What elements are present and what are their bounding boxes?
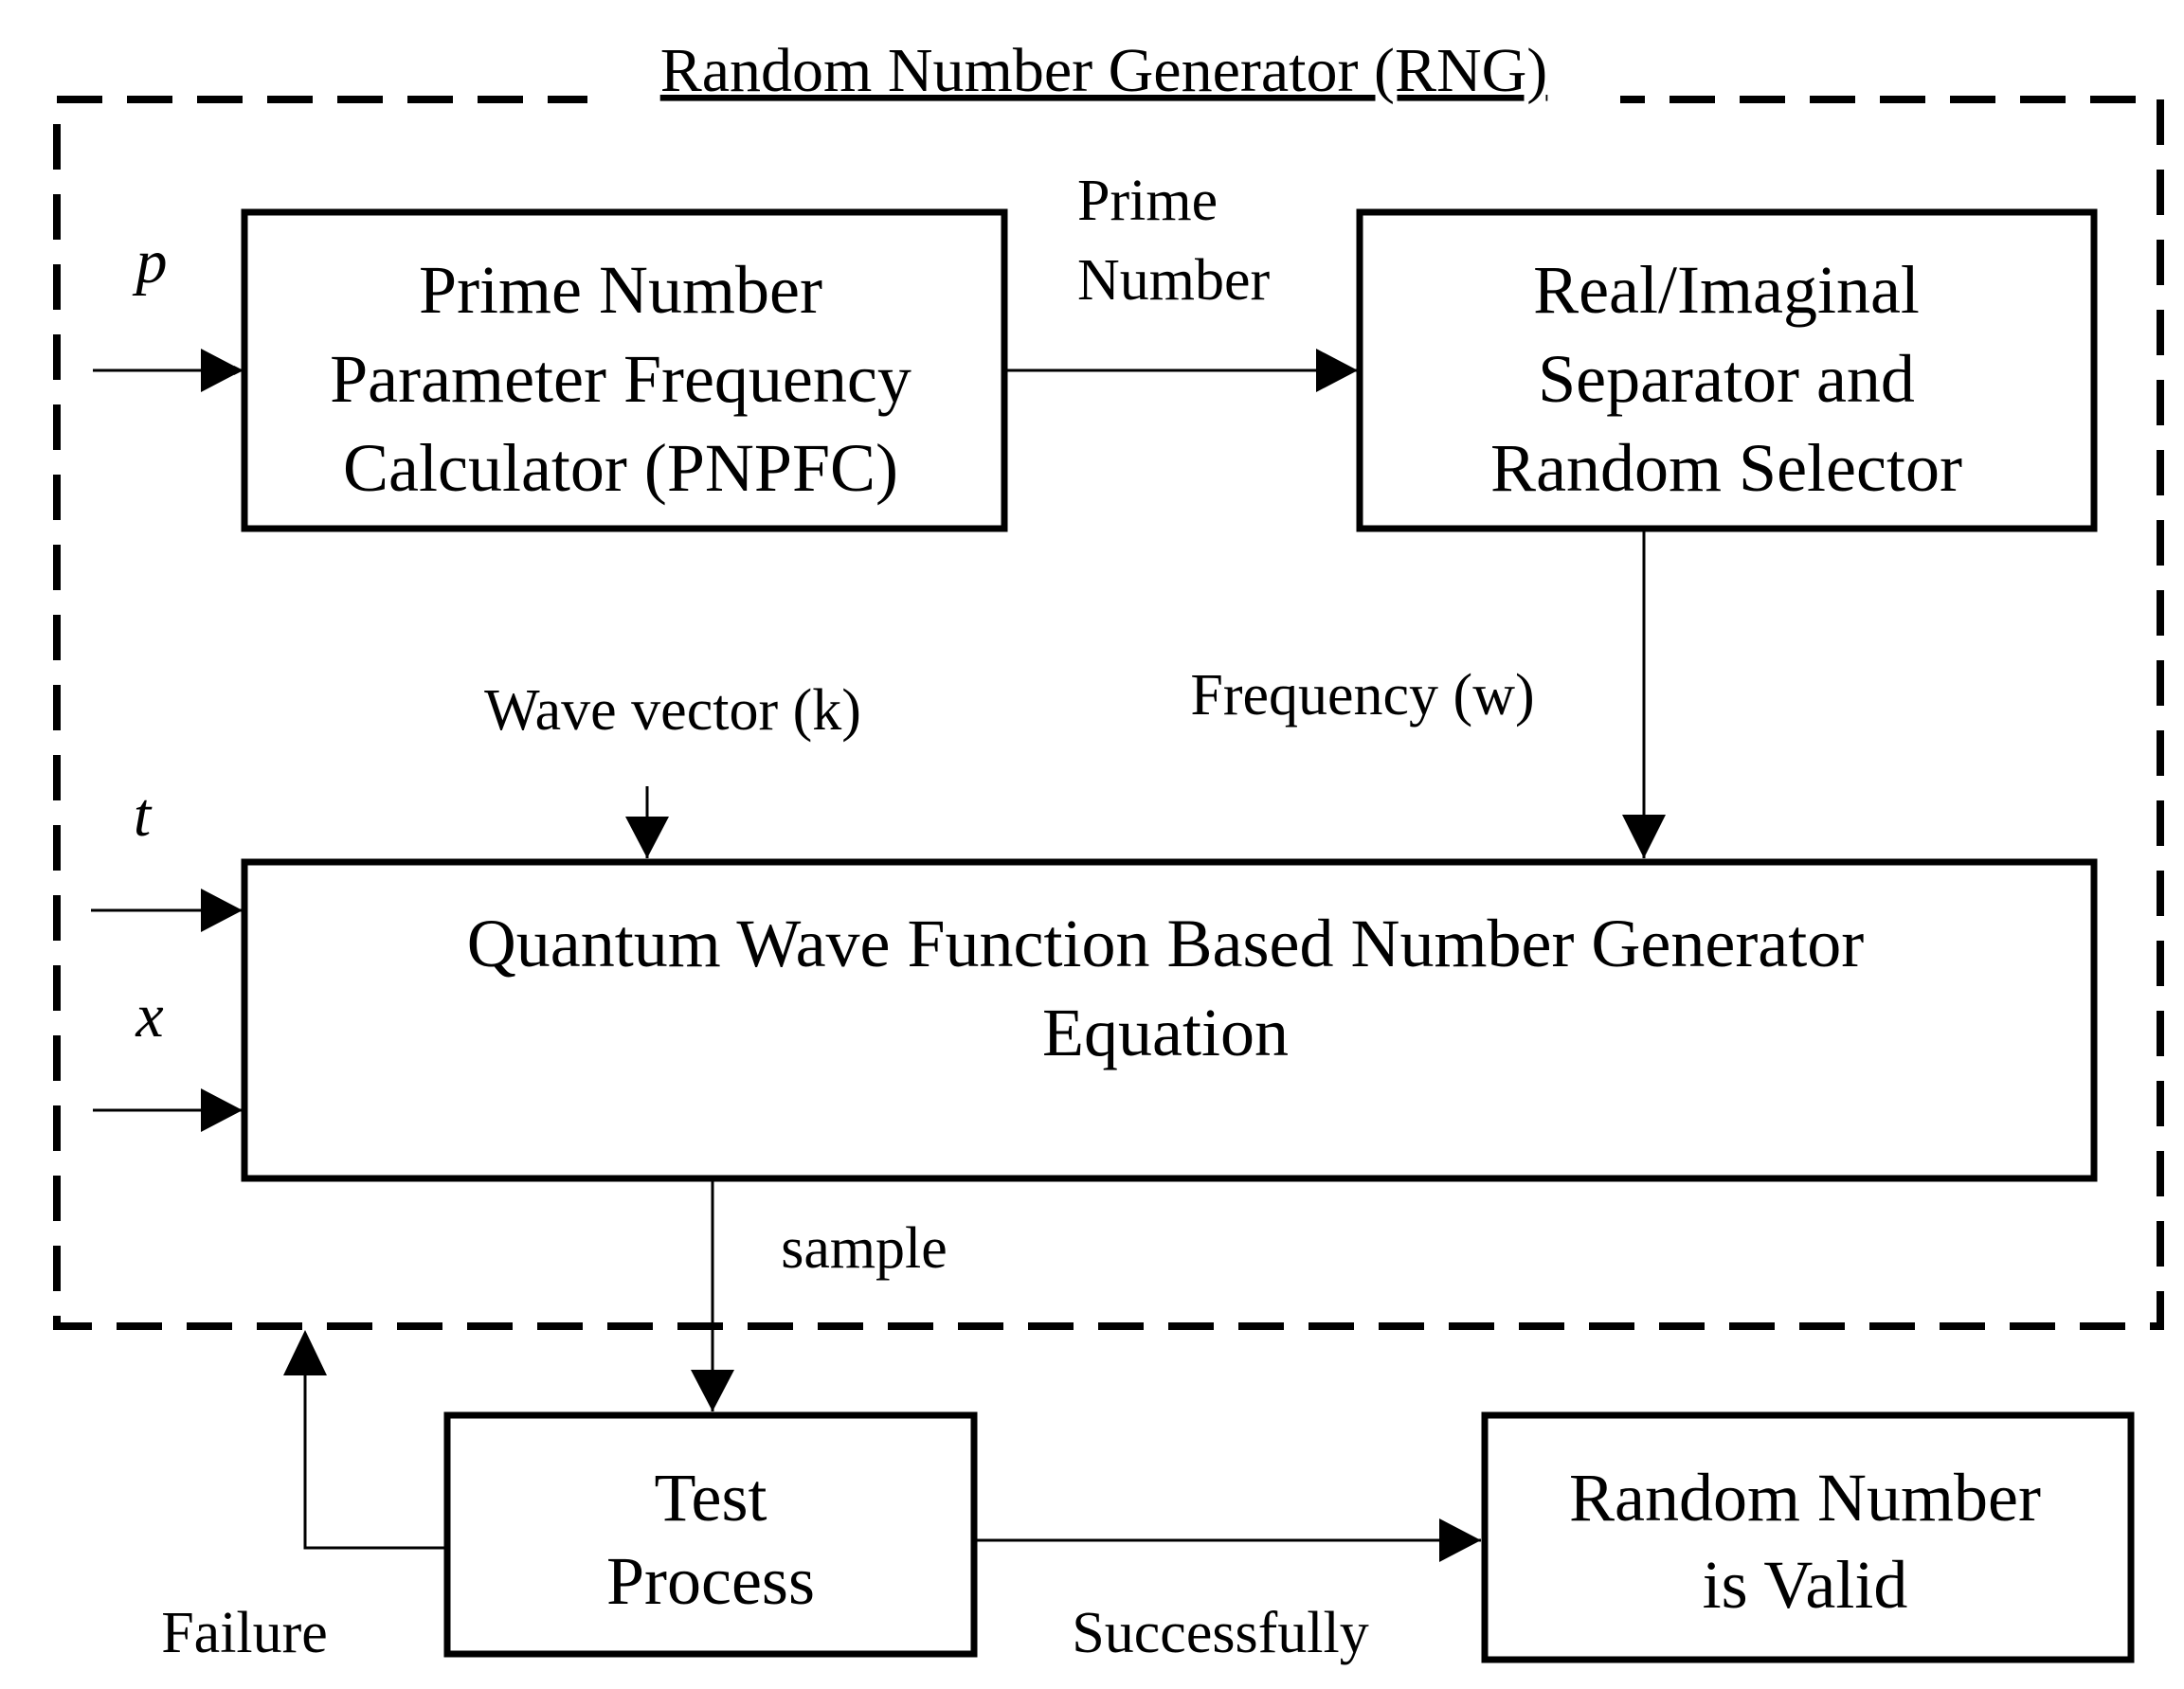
pnpfc-block xyxy=(241,208,1008,532)
generator-line-2: Equation xyxy=(1042,995,1289,1070)
generator-block xyxy=(241,858,2098,1182)
container-title: Random Number Generator (RNG) xyxy=(660,36,1548,105)
generator-line-1: Quantum Wave Function Based Number Gener… xyxy=(467,906,1865,981)
pnpfc-line-2: Parameter Frequency xyxy=(330,341,912,417)
sample-label: sample xyxy=(781,1216,948,1281)
prime-number-label-1: Prime xyxy=(1077,169,1218,233)
valid-line-1: Random Number xyxy=(1569,1460,2041,1536)
pnpfc-line-1: Prime Number xyxy=(419,252,822,328)
failure-arrow xyxy=(303,1334,445,1550)
valid-line-2: is Valid xyxy=(1703,1547,1908,1623)
separator-line-1: Real/Imaginal xyxy=(1533,252,1920,328)
frequency-arrowhead xyxy=(1622,815,1666,858)
prime-number-arrowhead xyxy=(1316,349,1358,392)
wave-vector-arrowhead xyxy=(625,817,669,858)
input-t-arrowhead xyxy=(201,889,243,932)
test-process-block xyxy=(443,1411,978,1658)
prime-number-label-2: Number xyxy=(1077,248,1271,313)
test-line-2: Process xyxy=(606,1543,815,1619)
failure-label: Failure xyxy=(161,1601,328,1665)
failure-arrowhead xyxy=(283,1330,327,1375)
pnpfc-line-3: Calculator (PNPFC) xyxy=(343,430,898,506)
success-arrowhead xyxy=(1439,1518,1481,1562)
separator-block xyxy=(1356,208,2098,532)
input-p-arrowhead xyxy=(201,349,243,392)
separator-line-3: Random Selector xyxy=(1490,430,1962,506)
separator-line-2: Separator and xyxy=(1538,341,1915,417)
input-p-label: p xyxy=(133,227,168,296)
sample-arrowhead xyxy=(691,1370,734,1411)
valid-block xyxy=(1481,1411,2135,1663)
title-background xyxy=(587,38,1620,142)
input-x-label: x xyxy=(135,981,163,1051)
test-line-1: Test xyxy=(655,1460,767,1536)
successfully-label: Successfully xyxy=(1072,1601,1368,1665)
input-x-arrowhead xyxy=(201,1088,243,1132)
frequency-label: Frequency (w) xyxy=(1190,663,1534,728)
input-t-label: t xyxy=(134,781,153,850)
wave-vector-label: Wave vector (k) xyxy=(484,678,861,743)
